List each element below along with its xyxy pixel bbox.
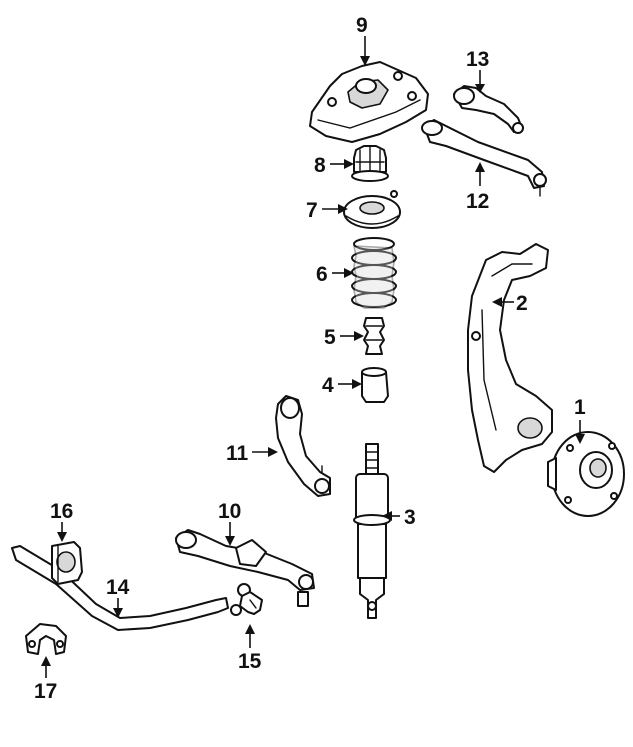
label-4: 4 <box>322 374 334 397</box>
part-8-bearing <box>351 145 389 182</box>
label-3: 3 <box>404 506 416 529</box>
label-7: 7 <box>306 199 318 222</box>
part-14-stabilizer-bar <box>11 545 229 631</box>
part-6-coil-spring <box>351 237 397 309</box>
label-17: 17 <box>34 680 57 703</box>
label-5: 5 <box>324 326 336 349</box>
callout-labels: 9 13 12 8 7 6 5 4 2 1 11 3 10 16 14 15 1… <box>34 14 586 703</box>
label-12: 12 <box>466 190 489 213</box>
label-14: 14 <box>106 576 130 599</box>
part-4-bump-stop <box>361 367 389 403</box>
part-2-steering-knuckle <box>467 243 553 473</box>
part-11-curved-arm <box>275 395 331 497</box>
part-9-strut-mount <box>309 61 429 143</box>
label-2: 2 <box>516 292 528 315</box>
label-9: 9 <box>356 14 368 37</box>
part-1-wheel-hub <box>547 431 625 517</box>
part-5-dust-boot <box>363 317 385 355</box>
part-15-stabilizer-link <box>230 583 263 616</box>
label-1: 1 <box>574 396 586 419</box>
part-3-shock-absorber <box>353 443 391 619</box>
part-7-spring-seat <box>343 190 401 229</box>
part-13-upper-arm <box>453 85 524 134</box>
callout-arrows <box>41 36 585 678</box>
label-11: 11 <box>226 442 249 465</box>
label-13: 13 <box>466 48 489 71</box>
label-16: 16 <box>50 500 73 523</box>
part-12-control-arm <box>421 119 547 197</box>
label-15: 15 <box>238 650 262 673</box>
part-16-bushing <box>51 541 83 585</box>
label-10: 10 <box>218 500 241 523</box>
part-17-bracket <box>25 623 67 655</box>
label-6: 6 <box>316 263 328 286</box>
label-8: 8 <box>314 154 326 177</box>
part-10-lower-control-arm <box>175 529 315 607</box>
